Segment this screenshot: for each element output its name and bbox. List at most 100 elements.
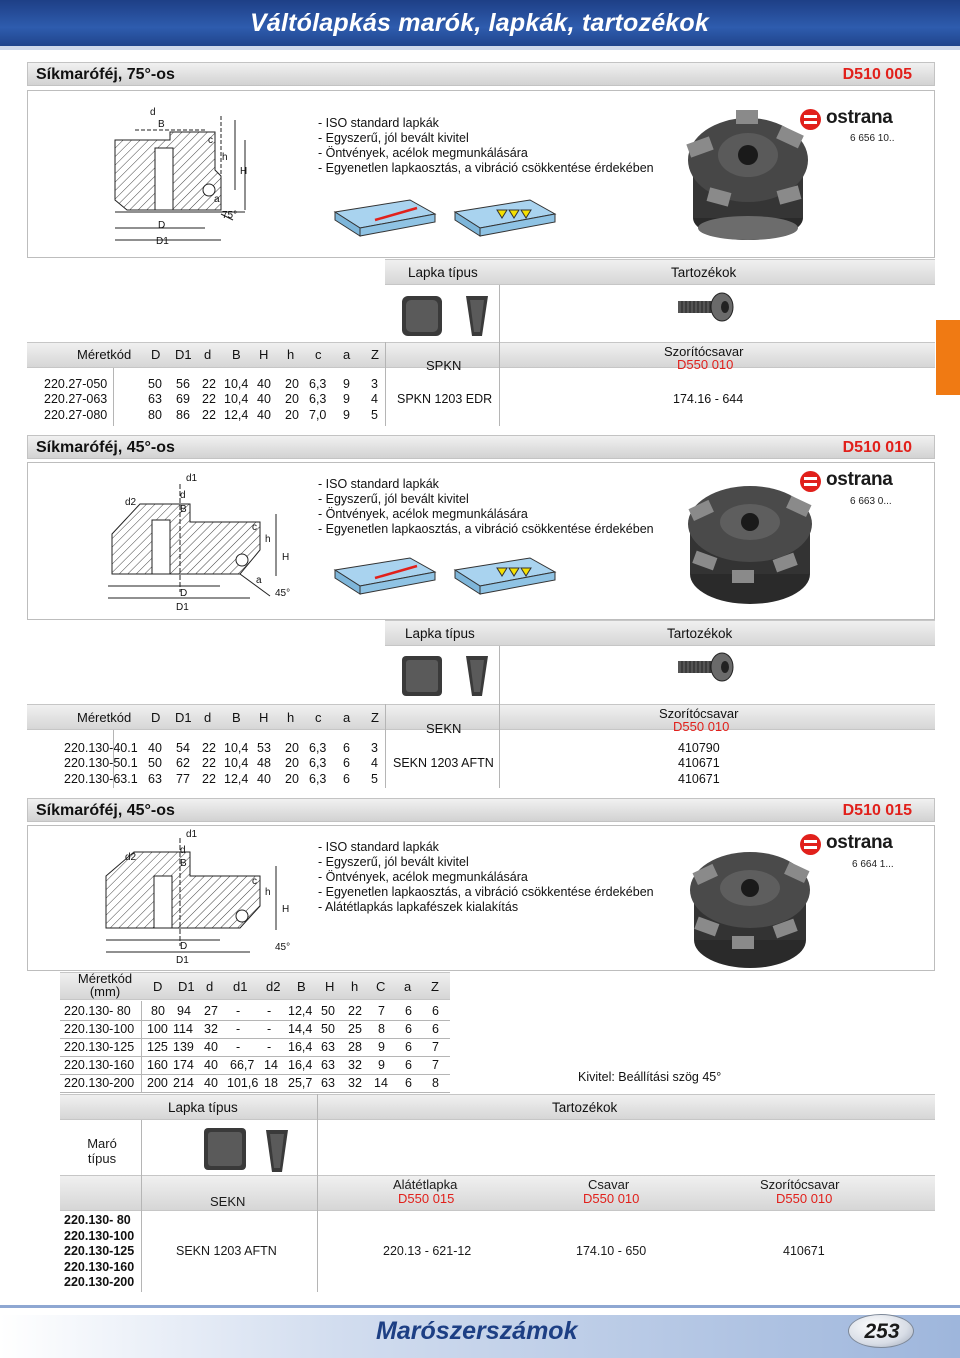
size-code: 220.27-080 (44, 408, 108, 422)
row-divider (60, 1074, 450, 1075)
dim-label-B: B (158, 119, 165, 130)
table-cell: - (236, 1004, 241, 1018)
table-cell: 125 (147, 1040, 168, 1054)
table-cell: 40 (257, 377, 271, 391)
header-stripe (0, 46, 960, 50)
table-cell: 54 (176, 741, 190, 755)
insert-value: SEKN 1203 AFTN (393, 756, 494, 770)
table-cell: 10,4 (224, 377, 249, 391)
feature-item: - ISO standard lapkák (318, 116, 439, 130)
page-number: 253 (864, 1320, 900, 1343)
shim-code: D550 015 (398, 1191, 455, 1206)
table-cell: 8 (432, 1076, 439, 1090)
table-cell: 62 (176, 756, 190, 770)
col-header: d (204, 347, 212, 362)
divider (499, 704, 500, 788)
section-code: D510 010 (842, 439, 912, 456)
accessories-label: Tartozékok (667, 626, 733, 641)
divider (317, 1175, 318, 1292)
dim-label-B: B (180, 858, 187, 869)
section-code: D510 005 (842, 66, 912, 83)
dim-label-D1: D1 (176, 602, 189, 613)
dim-label-d1: d1 (186, 829, 198, 840)
feature-item: - Öntvények, acélok megmunkálására (318, 146, 528, 160)
dim-label-D: D (158, 220, 166, 231)
accessory-col-header: Szorítócsavar (664, 344, 744, 359)
dim-label-d2: d2 (125, 497, 137, 508)
table-cell: 6 (343, 772, 350, 786)
col-header: C (376, 979, 386, 994)
divider (499, 342, 500, 426)
table-cell: 22 (202, 772, 216, 786)
table-cell: 6 (432, 1004, 439, 1018)
dim-label-D1: D1 (156, 236, 169, 247)
ostrana-logo: ostrana (800, 469, 900, 492)
col-header: Z (371, 710, 379, 725)
table-cell: - (236, 1022, 241, 1036)
divider (385, 704, 386, 788)
dim-label-c: c (252, 522, 257, 533)
page-title: Váltólapkás marók, lapkák, tartozékok (250, 9, 709, 37)
table-cell: 160 (147, 1058, 168, 1072)
ostrana-logo-word: ostrana (826, 469, 893, 490)
dim-label-c: c (252, 876, 257, 887)
cutter-45-photo (688, 486, 812, 604)
table-cell: 25,7 (288, 1076, 313, 1090)
table-cell: 6 (405, 1022, 412, 1036)
section-header-75: Síkmaróféj, 75°-os D510 005 (27, 62, 935, 86)
accessory-value: 410671 (678, 772, 720, 786)
table-cell: 114 (173, 1022, 193, 1036)
machining-icons (333, 199, 557, 237)
table-cell: 16,4 (288, 1058, 313, 1072)
insert-type-label: Lapka típus (405, 626, 475, 641)
ostrana-logo-word: ostrana (826, 832, 893, 853)
table-cell: 22 (202, 392, 216, 406)
table-cell: 22 (202, 408, 216, 422)
clamp-screw-code: D550 010 (776, 1191, 833, 1206)
col-header: a (404, 979, 412, 994)
dim-label-B: B (180, 504, 187, 515)
dim-label-h: h (265, 534, 271, 545)
table-cell: 69 (176, 392, 190, 406)
table-cell: 80 (151, 1004, 165, 1018)
table-cell: 4 (371, 756, 378, 770)
divider (499, 285, 500, 345)
divider (141, 1001, 142, 1093)
size-code: 220.130-63.1 (64, 772, 138, 786)
table-cell: 12,4 (288, 1004, 313, 1018)
table-cell: 9 (343, 408, 350, 422)
cutter-type-item: 220.130- 80 (64, 1213, 131, 1227)
table-cell: 6,3 (309, 756, 327, 770)
table-cell: 32 (204, 1022, 218, 1036)
table-cell: 40 (204, 1076, 218, 1090)
col-header: D (151, 710, 161, 725)
table-cell: 50 (321, 1004, 335, 1018)
size-code: 220.130-50.1 (64, 756, 138, 770)
cutter-type-label: Maró típus (87, 1136, 117, 1166)
table-cell: 40 (204, 1040, 218, 1054)
insert-col-header: SEKN (426, 721, 462, 736)
feature-item: - Egyenetlen lapkaosztás, a vibráció csö… (318, 161, 654, 175)
table-cell: 14 (264, 1058, 278, 1072)
col-header: a (343, 347, 351, 362)
table-cell: 63 (148, 772, 162, 786)
table-cell: 10,4 (224, 756, 249, 770)
feature-item: - ISO standard lapkák (318, 477, 439, 491)
table-cell: 7 (378, 1004, 385, 1018)
screw-header: Csavar (588, 1177, 630, 1192)
table-cell: 20 (285, 756, 299, 770)
ostrana-logo: ostrana (800, 832, 900, 855)
dim-label-H: H (282, 904, 290, 915)
clamp-screw-image (678, 652, 734, 682)
accessory-col-header: Szorítócsavar (659, 706, 739, 721)
table-cell: 40 (148, 741, 162, 755)
col-header: a (343, 710, 351, 725)
table-cell: 40 (257, 408, 271, 422)
table-cell: 80 (148, 408, 162, 422)
table-cell: 14,4 (288, 1022, 313, 1036)
accessory-value: 410790 (678, 741, 720, 755)
dim-label-angle: 75° (222, 210, 238, 221)
table-cell: 22 (202, 756, 216, 770)
sekn-insert-image (402, 656, 488, 696)
table-cell: 20 (285, 408, 299, 422)
